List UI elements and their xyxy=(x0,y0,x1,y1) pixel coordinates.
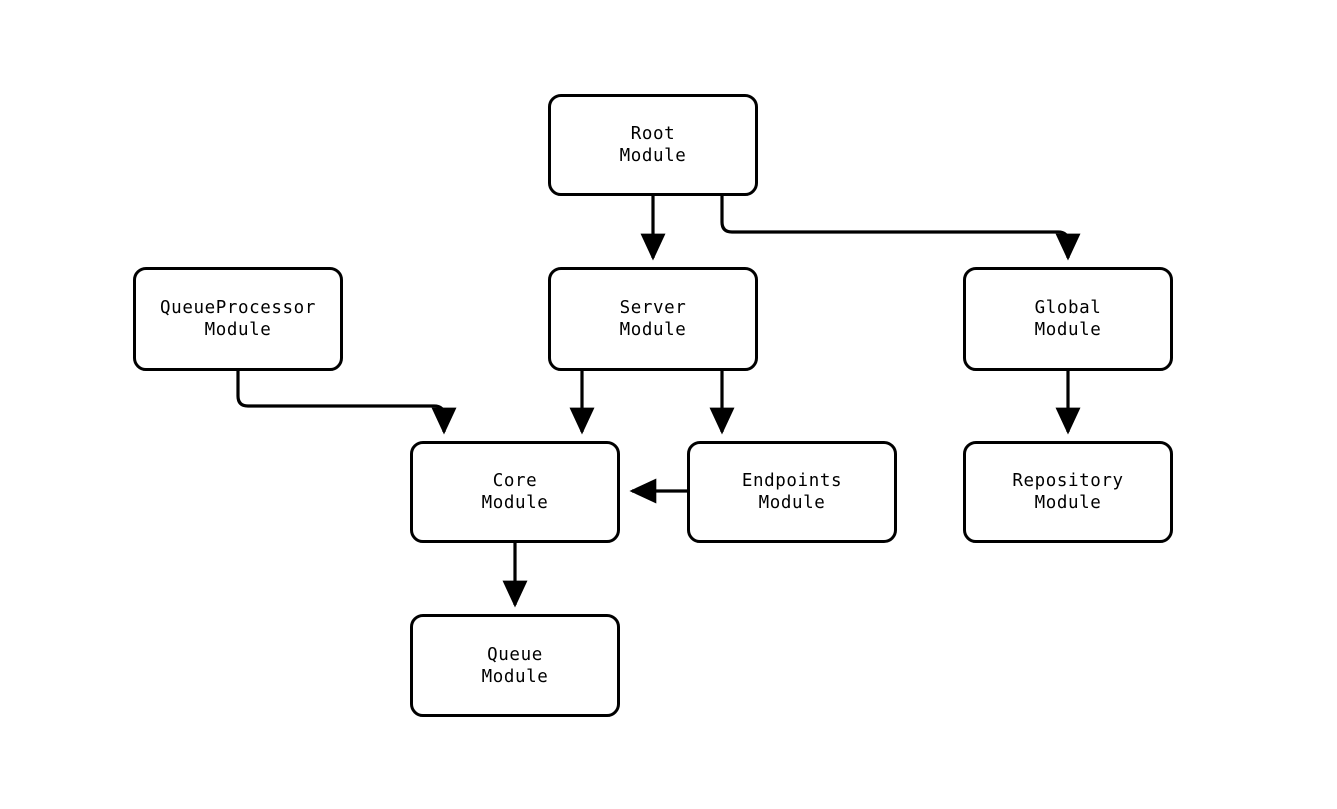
node-label-line2: Module xyxy=(481,493,549,513)
node-repository-module[interactable]: Repository Module xyxy=(963,441,1173,543)
node-label-line2: Module xyxy=(204,320,272,340)
node-label-line1: Queue xyxy=(487,644,543,665)
edge-root-to-global xyxy=(720,196,1081,261)
node-queue-module[interactable]: Queue Module xyxy=(410,614,620,717)
node-label-line1: Endpoints xyxy=(741,471,843,491)
node-global-module[interactable]: Global Module xyxy=(963,267,1173,371)
node-label-line2: Module xyxy=(481,666,549,687)
node-label-line1: QueueProcessor xyxy=(160,298,316,318)
node-label-line1: Global xyxy=(1034,298,1102,318)
node-label-line1: Root xyxy=(630,124,676,144)
node-label-line2: Module xyxy=(619,146,687,166)
node-server-module[interactable]: Server Module xyxy=(548,267,758,371)
node-core-module[interactable]: Core Module xyxy=(410,441,620,543)
node-label-line2: Module xyxy=(1034,493,1102,513)
node-root-module[interactable]: Root Module xyxy=(548,94,758,196)
node-endpoints-module[interactable]: Endpoints Module xyxy=(687,441,897,543)
node-label-line2: Module xyxy=(1034,320,1102,340)
edge-queueprocessor-to-core xyxy=(236,371,457,435)
node-queueprocessor-module[interactable]: QueueProcessor Module xyxy=(133,267,343,371)
node-label-line1: Repository xyxy=(1012,471,1124,491)
node-label-line1: Server xyxy=(619,298,687,318)
node-label-line2: Module xyxy=(758,493,826,513)
node-label-line1: Core xyxy=(492,471,538,491)
node-label-line2: Module xyxy=(619,320,687,340)
